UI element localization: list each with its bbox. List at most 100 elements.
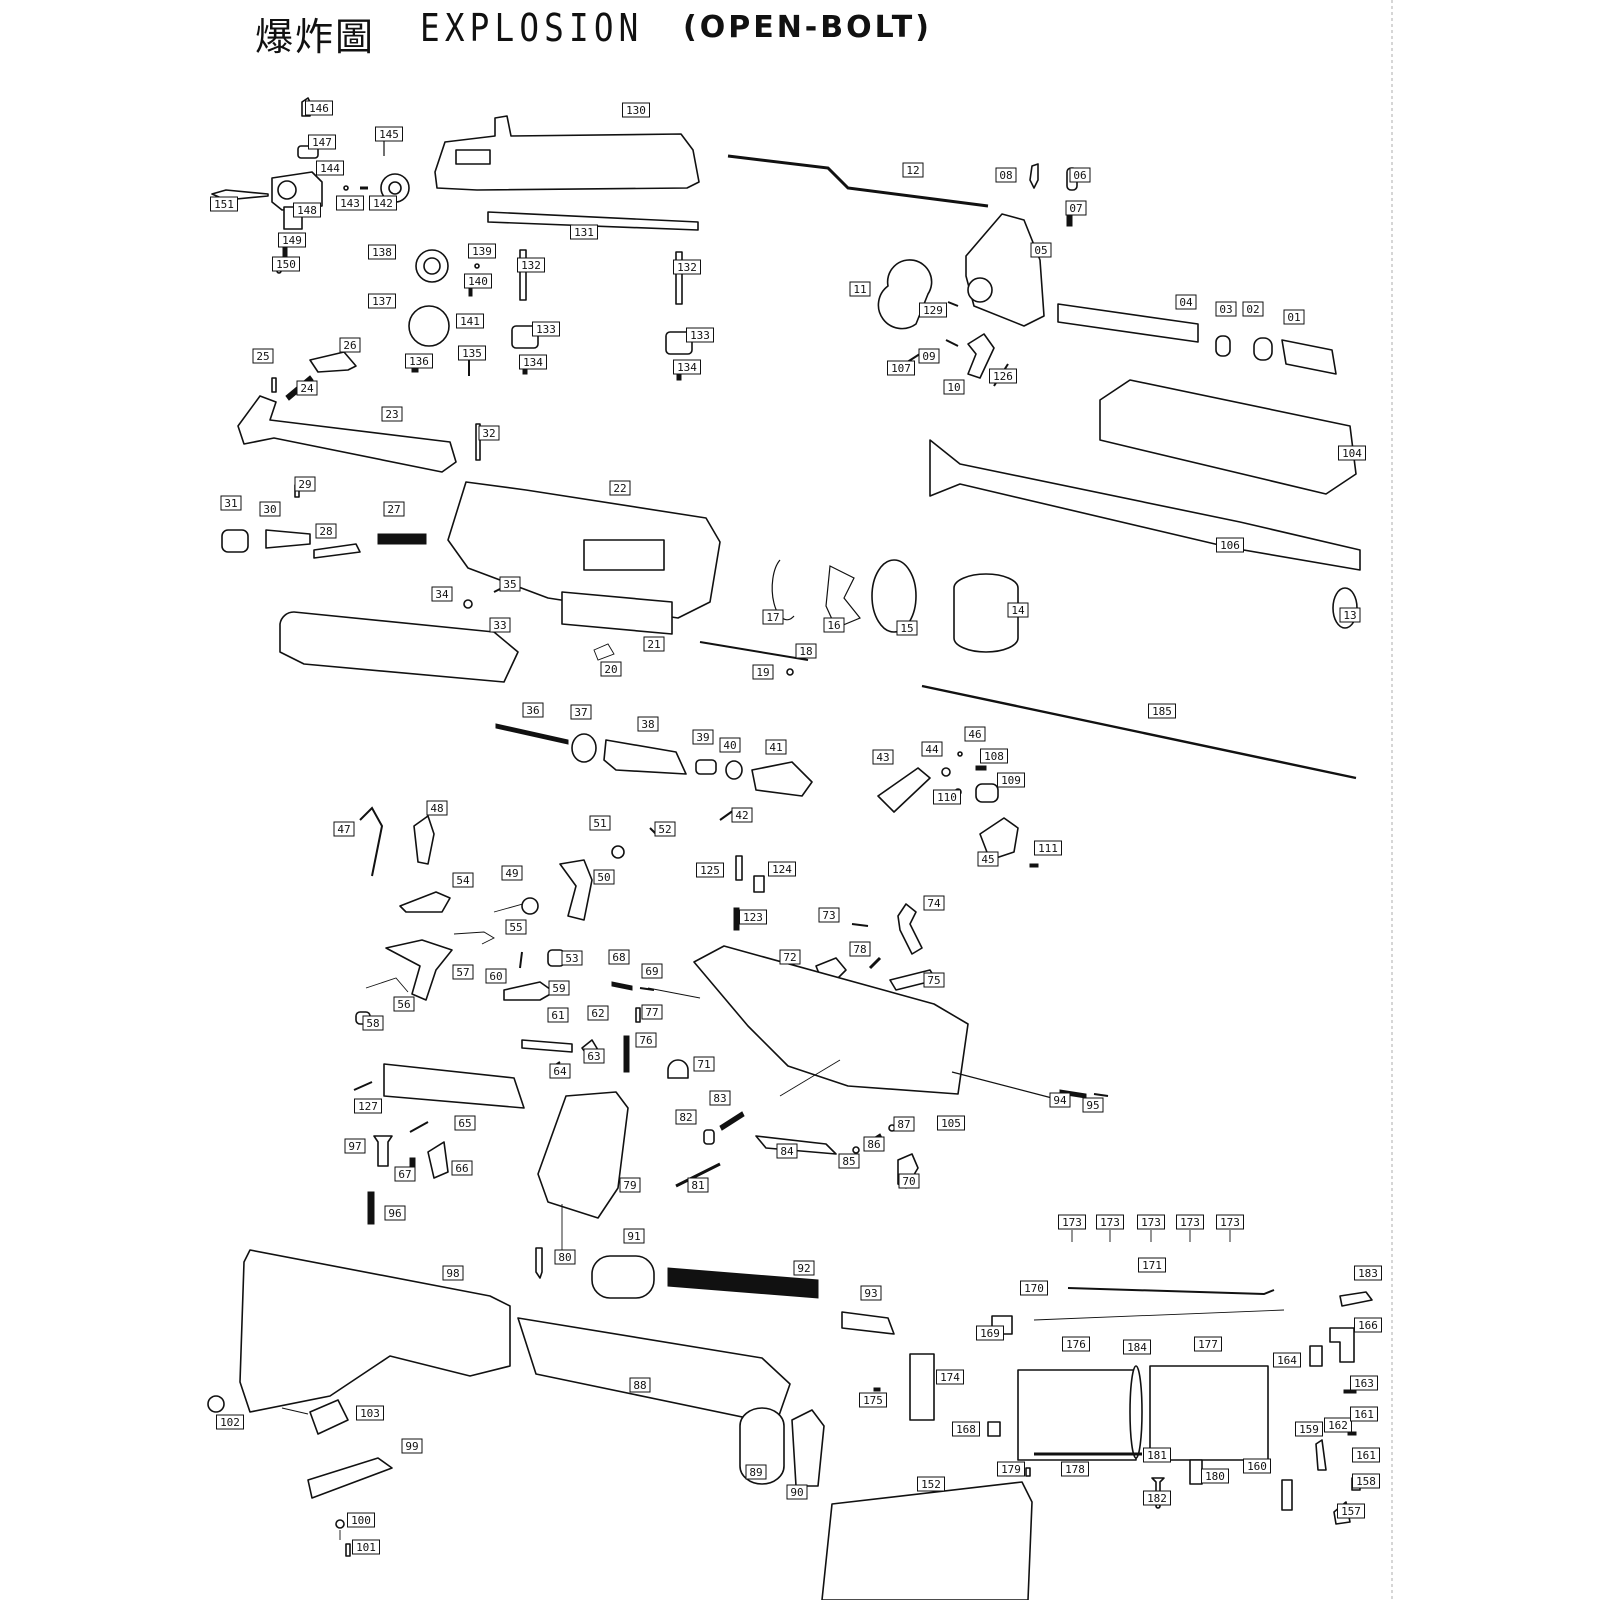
part-label-04: 04 — [1175, 294, 1197, 310]
part-label-text: 83 — [713, 1092, 726, 1105]
part-label-62: 62 — [587, 1005, 609, 1021]
part-185-icon — [921, 684, 1357, 780]
part-label-box — [296, 380, 318, 396]
part-label-90: 90 — [786, 1484, 808, 1500]
part-129-icon — [947, 301, 959, 307]
part-label-text: 39 — [696, 731, 709, 744]
part-50-icon — [559, 859, 593, 921]
part-label-box — [1065, 200, 1087, 216]
part-label-box — [548, 980, 570, 996]
part-label-box — [587, 1005, 609, 1021]
part-label-text: 168 — [956, 1423, 976, 1436]
part-label-text: 64 — [553, 1065, 567, 1078]
part-68-icon — [611, 981, 633, 991]
part-label-text: 160 — [1247, 1460, 1267, 1473]
part-label-text: 68 — [612, 951, 625, 964]
part-label-box — [1201, 1468, 1229, 1484]
part-label-38: 38 — [637, 716, 659, 732]
part-label-box — [1176, 1214, 1204, 1230]
part-164-icon — [1309, 1345, 1323, 1367]
part-144-icon — [343, 185, 349, 191]
part-177-icon — [1149, 1365, 1269, 1461]
part-label-text: 173 — [1220, 1216, 1240, 1229]
part-label-box — [1058, 1214, 1086, 1230]
part-85-icon — [852, 1146, 860, 1154]
part-179-icon — [1025, 1467, 1031, 1477]
part-label-box — [272, 256, 300, 272]
part-label-box — [1242, 301, 1264, 317]
part-label-box — [641, 963, 663, 979]
part-label-box — [977, 851, 999, 867]
part-label-110: 110 — [933, 789, 961, 805]
part-label-box — [623, 1228, 645, 1244]
part-label-text: 87 — [897, 1118, 910, 1131]
part-label-69: 69 — [641, 963, 663, 979]
part-label-93: 93 — [860, 1285, 882, 1301]
part-92-icon — [667, 1267, 819, 1299]
part-label-box — [1216, 537, 1244, 553]
part-183-icon — [1339, 1291, 1373, 1307]
part-131-icon — [487, 211, 699, 231]
part-label-28: 28 — [315, 523, 337, 539]
part-label-162: 162 — [1324, 1417, 1352, 1433]
part-label-178: 178 — [1061, 1461, 1089, 1477]
part-label-box — [918, 348, 940, 364]
part-label-text: 62 — [591, 1007, 604, 1020]
part-133a-icon — [511, 325, 539, 349]
part-label-box — [731, 807, 753, 823]
part-label-box — [1273, 1352, 1301, 1368]
part-label-text: 73 — [822, 909, 835, 922]
part-label-173a: 173 — [1058, 1214, 1086, 1230]
part-label-box — [259, 501, 281, 517]
part-98-icon — [239, 1249, 511, 1413]
part-label-50: 50 — [593, 869, 615, 885]
part-label-135: 135 — [458, 345, 486, 361]
part-label-46: 46 — [964, 726, 986, 742]
part-label-box — [752, 664, 774, 680]
part-label-box — [976, 1325, 1004, 1341]
part-label-box — [401, 1438, 423, 1454]
part-label-text: 144 — [320, 162, 340, 175]
part-label-111: 111 — [1034, 840, 1062, 856]
part-37-icon — [571, 733, 597, 763]
part-label-91: 91 — [623, 1228, 645, 1244]
part-label-51: 51 — [589, 815, 611, 831]
part-label-72: 72 — [779, 949, 801, 965]
part-34-icon — [463, 599, 473, 609]
part-label-text: 32 — [482, 427, 495, 440]
part-label-text: 105 — [941, 1117, 961, 1130]
part-label-text: 40 — [723, 739, 736, 752]
part-label-box — [369, 195, 397, 211]
part-label-text: 138 — [372, 246, 392, 259]
part-label-box — [995, 167, 1017, 183]
part-label-box — [549, 1063, 571, 1079]
part-label-box — [609, 480, 631, 496]
part-label-131: 131 — [570, 224, 598, 240]
part-label-36: 36 — [522, 702, 544, 718]
part-label-box — [501, 865, 523, 881]
part-47-icon — [359, 806, 384, 877]
part-label-box — [863, 1136, 885, 1152]
part-label-text: 65 — [458, 1117, 471, 1130]
part-label-box — [344, 1138, 366, 1154]
part-label-box — [933, 789, 961, 805]
part-label-text: 56 — [397, 998, 410, 1011]
part-label-text: 175 — [863, 1394, 883, 1407]
part-08-icon — [1029, 163, 1039, 189]
part-label-box — [1143, 1447, 1171, 1463]
part-106-icon — [929, 439, 1361, 571]
part-label-54: 54 — [452, 872, 474, 888]
part-label-text: 103 — [360, 1407, 380, 1420]
part-142-inner-icon — [388, 181, 402, 195]
part-10-icon — [967, 333, 995, 379]
part-label-73: 73 — [818, 907, 840, 923]
part-138-inner-icon — [423, 257, 441, 275]
part-label-box — [1354, 1265, 1382, 1281]
part-label-24: 24 — [296, 380, 318, 396]
part-label-text: 96 — [388, 1207, 401, 1220]
part-label-text: 163 — [1354, 1377, 1374, 1390]
part-label-text: 145 — [379, 128, 399, 141]
part-label-180: 180 — [1201, 1468, 1229, 1484]
part-label-text: 124 — [772, 863, 792, 876]
part-label-text: 55 — [509, 921, 522, 934]
